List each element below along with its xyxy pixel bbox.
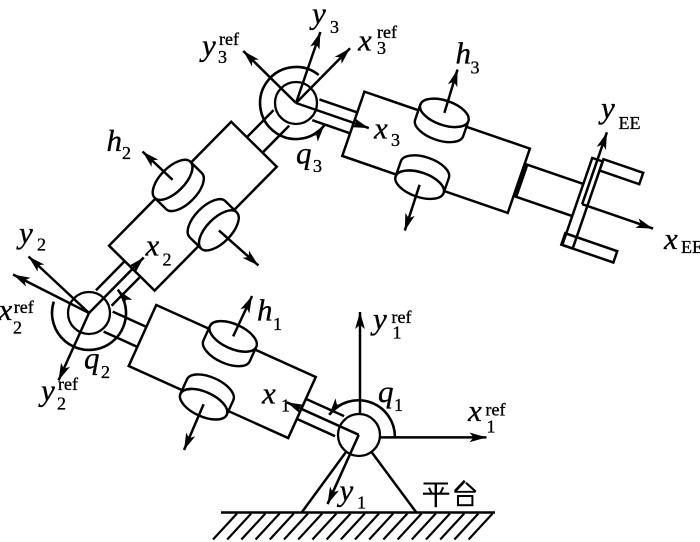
svg-text:q: q bbox=[378, 374, 394, 409]
svg-text:EE: EE bbox=[619, 113, 641, 133]
svg-text:y: y bbox=[370, 301, 387, 336]
svg-text:ref: ref bbox=[486, 400, 506, 420]
svg-text:1: 1 bbox=[393, 323, 402, 343]
svg-text:h: h bbox=[456, 36, 472, 71]
svg-text:y: y bbox=[337, 473, 354, 508]
svg-text:ref: ref bbox=[219, 29, 239, 49]
svg-text:ref: ref bbox=[14, 297, 34, 317]
svg-text:h: h bbox=[107, 123, 123, 158]
svg-text:ref: ref bbox=[58, 374, 78, 394]
svg-text:3: 3 bbox=[313, 156, 322, 176]
svg-text:q: q bbox=[84, 341, 100, 376]
svg-text:x: x bbox=[357, 23, 372, 58]
svg-text:y: y bbox=[38, 373, 55, 408]
svg-text:2: 2 bbox=[122, 143, 131, 163]
svg-text:2: 2 bbox=[13, 318, 22, 338]
svg-text:x: x bbox=[145, 228, 160, 263]
svg-text:2: 2 bbox=[163, 250, 172, 270]
svg-text:1: 1 bbox=[487, 417, 496, 437]
svg-text:ref: ref bbox=[392, 307, 412, 327]
svg-text:2: 2 bbox=[57, 394, 66, 414]
svg-text:y: y bbox=[199, 28, 216, 63]
svg-text:2: 2 bbox=[37, 235, 46, 255]
svg-text:x: x bbox=[0, 292, 13, 327]
svg-text:x: x bbox=[467, 393, 482, 428]
svg-text:x: x bbox=[663, 221, 678, 256]
svg-text:y: y bbox=[309, 0, 326, 31]
svg-text:1: 1 bbox=[357, 493, 366, 513]
svg-text:1: 1 bbox=[273, 314, 282, 334]
svg-text:3: 3 bbox=[471, 58, 480, 78]
svg-text:y: y bbox=[16, 215, 33, 250]
svg-text:2: 2 bbox=[101, 362, 110, 382]
svg-text:h: h bbox=[257, 293, 273, 328]
svg-text:x: x bbox=[373, 111, 388, 146]
svg-text:q: q bbox=[296, 136, 312, 171]
svg-text:1: 1 bbox=[281, 396, 290, 416]
svg-text:x: x bbox=[261, 376, 276, 411]
svg-text:1: 1 bbox=[394, 395, 403, 415]
svg-text:3: 3 bbox=[391, 130, 400, 150]
svg-text:3: 3 bbox=[377, 38, 386, 58]
svg-text:ref: ref bbox=[377, 22, 397, 42]
svg-text:3: 3 bbox=[218, 47, 227, 67]
svg-text:y: y bbox=[598, 90, 615, 125]
svg-text:EE: EE bbox=[681, 237, 700, 257]
svg-text:3: 3 bbox=[330, 17, 339, 37]
